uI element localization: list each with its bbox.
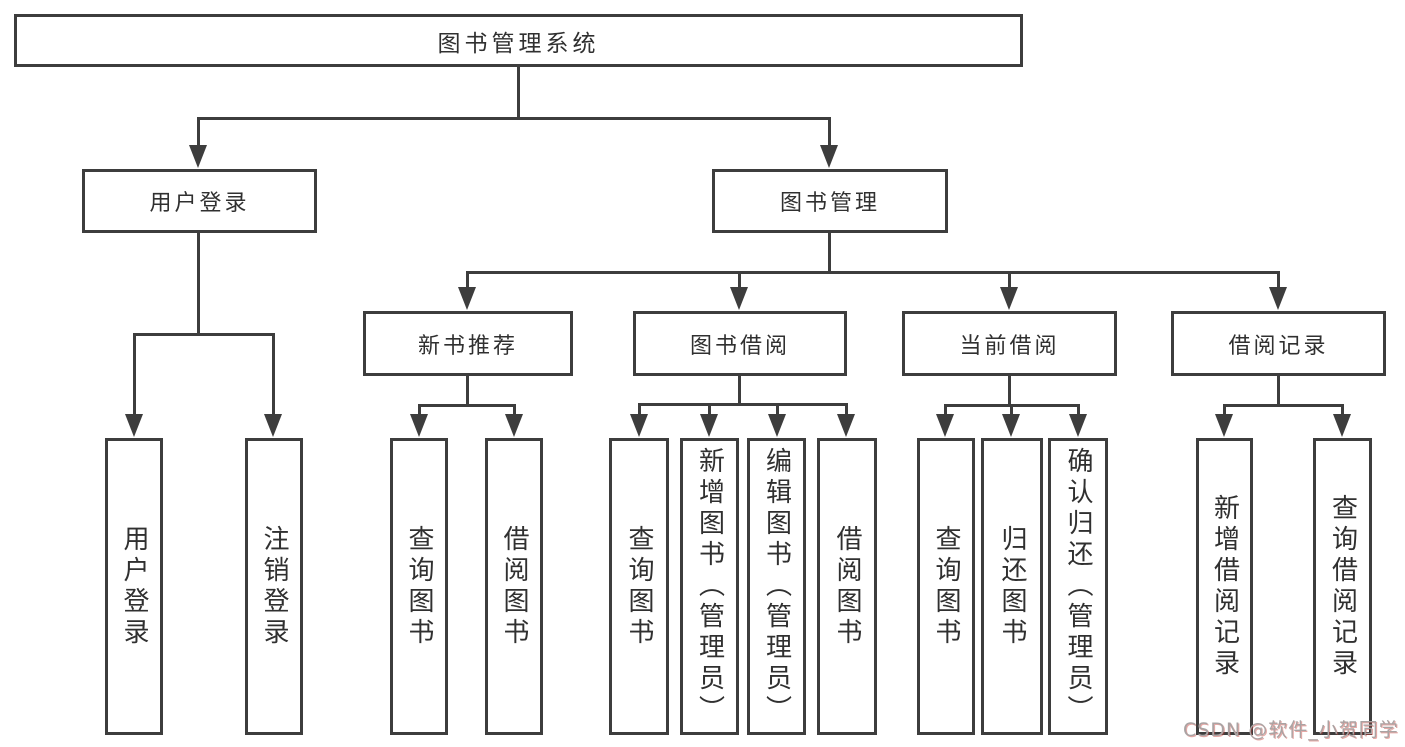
leaf-edit-book-admin: 编辑图书（管理员） <box>747 438 806 735</box>
node-borrowing-records: 借阅记录 <box>1171 311 1386 376</box>
edge-segment <box>466 376 469 407</box>
arrowhead-icon <box>1000 287 1018 310</box>
edge-segment <box>133 335 136 416</box>
edge-segment <box>197 119 200 147</box>
edge-segment <box>418 404 516 407</box>
edge-segment <box>776 405 779 416</box>
leaf-borrow-books-recommend: 借阅图书 <box>485 438 543 735</box>
edge-segment <box>944 406 947 416</box>
edge-segment <box>1010 406 1013 416</box>
edge-segment <box>738 376 741 405</box>
arrowhead-icon <box>1002 414 1020 437</box>
edge-segment <box>828 119 831 147</box>
edge-segment <box>513 406 516 416</box>
arrowhead-icon <box>1333 414 1351 437</box>
edge-segment <box>1008 376 1011 407</box>
arrowhead-icon <box>936 414 954 437</box>
leaf-user-login: 用户登录 <box>105 438 163 735</box>
edge-segment <box>638 403 848 406</box>
leaf-query-books-recommend: 查询图书 <box>390 438 448 735</box>
leaf-query-books-current: 查询图书 <box>917 438 975 735</box>
edge-segment <box>1277 376 1280 407</box>
leaf-logout: 注销登录 <box>245 438 303 735</box>
arrowhead-icon <box>125 414 143 437</box>
arrowhead-icon <box>700 414 718 437</box>
arrowhead-icon <box>189 145 207 168</box>
arrowhead-icon <box>1069 414 1087 437</box>
arrowhead-icon <box>410 414 428 437</box>
arrowhead-icon <box>820 145 838 168</box>
edge-segment <box>1277 273 1280 289</box>
edge-segment <box>1223 404 1344 407</box>
leaf-add-book-admin: 新增图书（管理员） <box>680 438 739 735</box>
edge-segment <box>133 333 275 336</box>
edge-segment <box>708 405 711 416</box>
edge-segment <box>418 406 421 416</box>
edge-segment <box>1008 273 1011 289</box>
node-current-borrowing: 当前借阅 <box>902 311 1117 376</box>
node-book-borrowing: 图书借阅 <box>633 311 847 376</box>
node-book-management: 图书管理 <box>712 169 948 233</box>
edge-segment <box>197 117 831 120</box>
edge-segment <box>638 405 641 416</box>
arrowhead-icon <box>768 414 786 437</box>
node-new-book-recommend: 新书推荐 <box>363 311 573 376</box>
arrowhead-icon <box>264 414 282 437</box>
leaf-query-borrow-record: 查询借阅记录 <box>1313 438 1372 735</box>
edge-segment <box>738 273 741 289</box>
edge-segment <box>466 273 469 289</box>
edge-segment <box>1077 406 1080 416</box>
edge-segment <box>272 335 275 416</box>
arrowhead-icon <box>1269 287 1287 310</box>
arrowhead-icon <box>730 287 748 310</box>
arrowhead-icon <box>1215 414 1233 437</box>
edge-segment <box>828 233 831 274</box>
arrowhead-icon <box>630 414 648 437</box>
leaf-confirm-return-admin: 确认归还（管理员） <box>1048 438 1108 735</box>
arrowhead-icon <box>505 414 523 437</box>
node-root-system: 图书管理系统 <box>14 14 1023 67</box>
node-user-login: 用户登录 <box>82 169 317 233</box>
leaf-query-books-borrow: 查询图书 <box>609 438 669 735</box>
leaf-return-book: 归还图书 <box>981 438 1043 735</box>
leaf-borrow-books: 借阅图书 <box>817 438 877 735</box>
edge-segment <box>1341 406 1344 416</box>
csdn-watermark: CSDN @软件_小贺同学 <box>1183 719 1399 741</box>
edge-segment <box>517 67 520 119</box>
edge-segment <box>466 271 1280 274</box>
edge-segment <box>944 404 1080 407</box>
edge-segment <box>1223 406 1226 416</box>
edge-segment <box>197 232 200 336</box>
arrowhead-icon <box>837 414 855 437</box>
leaf-add-borrow-record: 新增借阅记录 <box>1196 438 1253 735</box>
edge-segment <box>845 405 848 416</box>
arrowhead-icon <box>458 287 476 310</box>
